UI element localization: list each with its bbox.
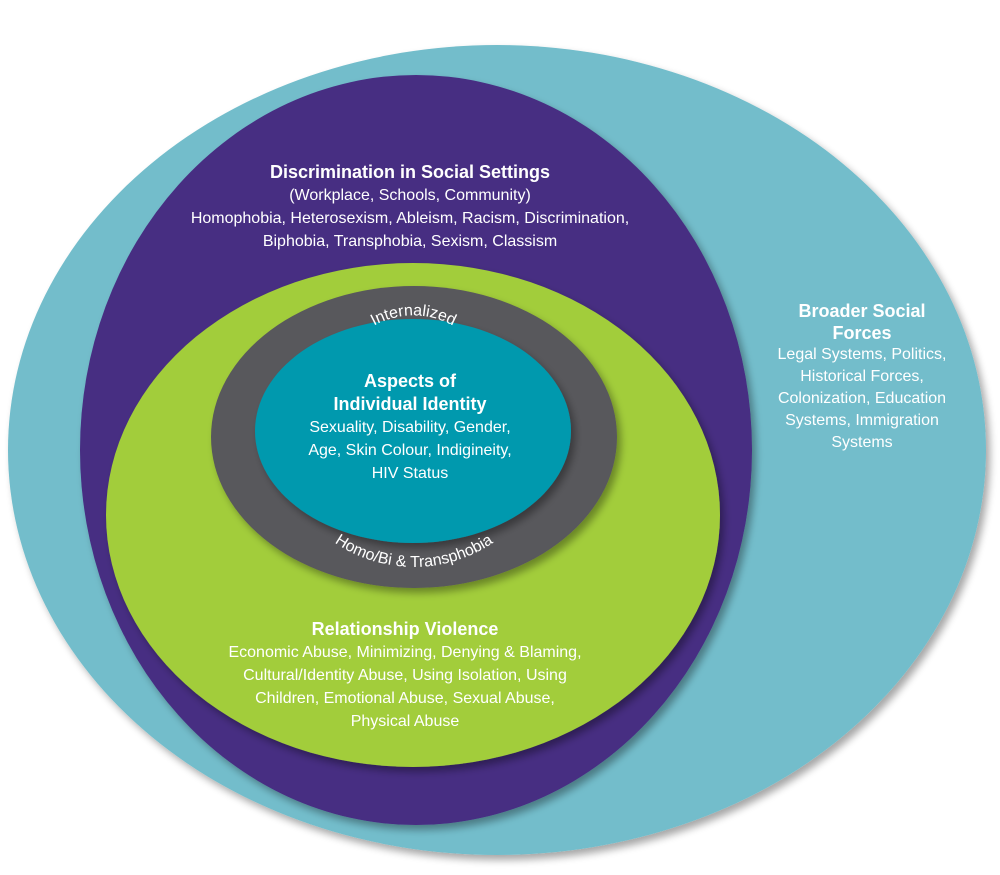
relationship-line: Cultural/Identity Abuse, Using Isolation… <box>243 667 567 684</box>
identity-title-line: Aspects of <box>363 371 457 391</box>
broader-line: Historical Forces, <box>800 368 924 385</box>
broader-title-line: Broader Social <box>798 301 926 321</box>
relationship-line: Physical Abuse <box>350 713 460 730</box>
relationship-line: Economic Abuse, Minimizing, Denying & Bl… <box>228 644 582 661</box>
broader-title-line: Forces <box>832 323 892 343</box>
identity-line: Age, Skin Colour, Indigineity, <box>308 442 512 459</box>
relationship-line: Children, Emotional Abuse, Sexual Abuse, <box>255 690 555 707</box>
individual-identity-ellipse <box>255 319 571 543</box>
identity-title-line: Individual Identity <box>333 394 487 414</box>
broader-social-forces-text-block: Broader Social Forces Legal Systems, Pol… <box>752 300 972 454</box>
identity-line: Sexuality, Disability, Gender, <box>309 419 511 436</box>
identity-line: HIV Status <box>371 465 449 482</box>
discrimination-line: Homophobia, Heterosexism, Ableism, Racis… <box>190 210 630 227</box>
discrimination-title: Discrimination in Social Settings <box>269 162 551 182</box>
relationship-violence-text-block: Relationship Violence Economic Abuse, Mi… <box>150 618 660 733</box>
discrimination-line: (Workplace, Schools, Community) <box>289 187 531 204</box>
discrimination-line: Biphobia, Transphobia, Sexism, Classism <box>262 233 558 250</box>
individual-identity-text-block: Aspects of Individual Identity Sexuality… <box>260 370 560 485</box>
broader-line: Systems, Immigration <box>785 412 939 429</box>
discrimination-text-block: Discrimination in Social Settings (Workp… <box>110 161 710 253</box>
broader-line: Legal Systems, Politics, <box>777 346 947 363</box>
broader-line: Colonization, Education <box>777 390 947 407</box>
broader-line: Systems <box>831 434 893 451</box>
relationship-title: Relationship Violence <box>311 619 499 639</box>
